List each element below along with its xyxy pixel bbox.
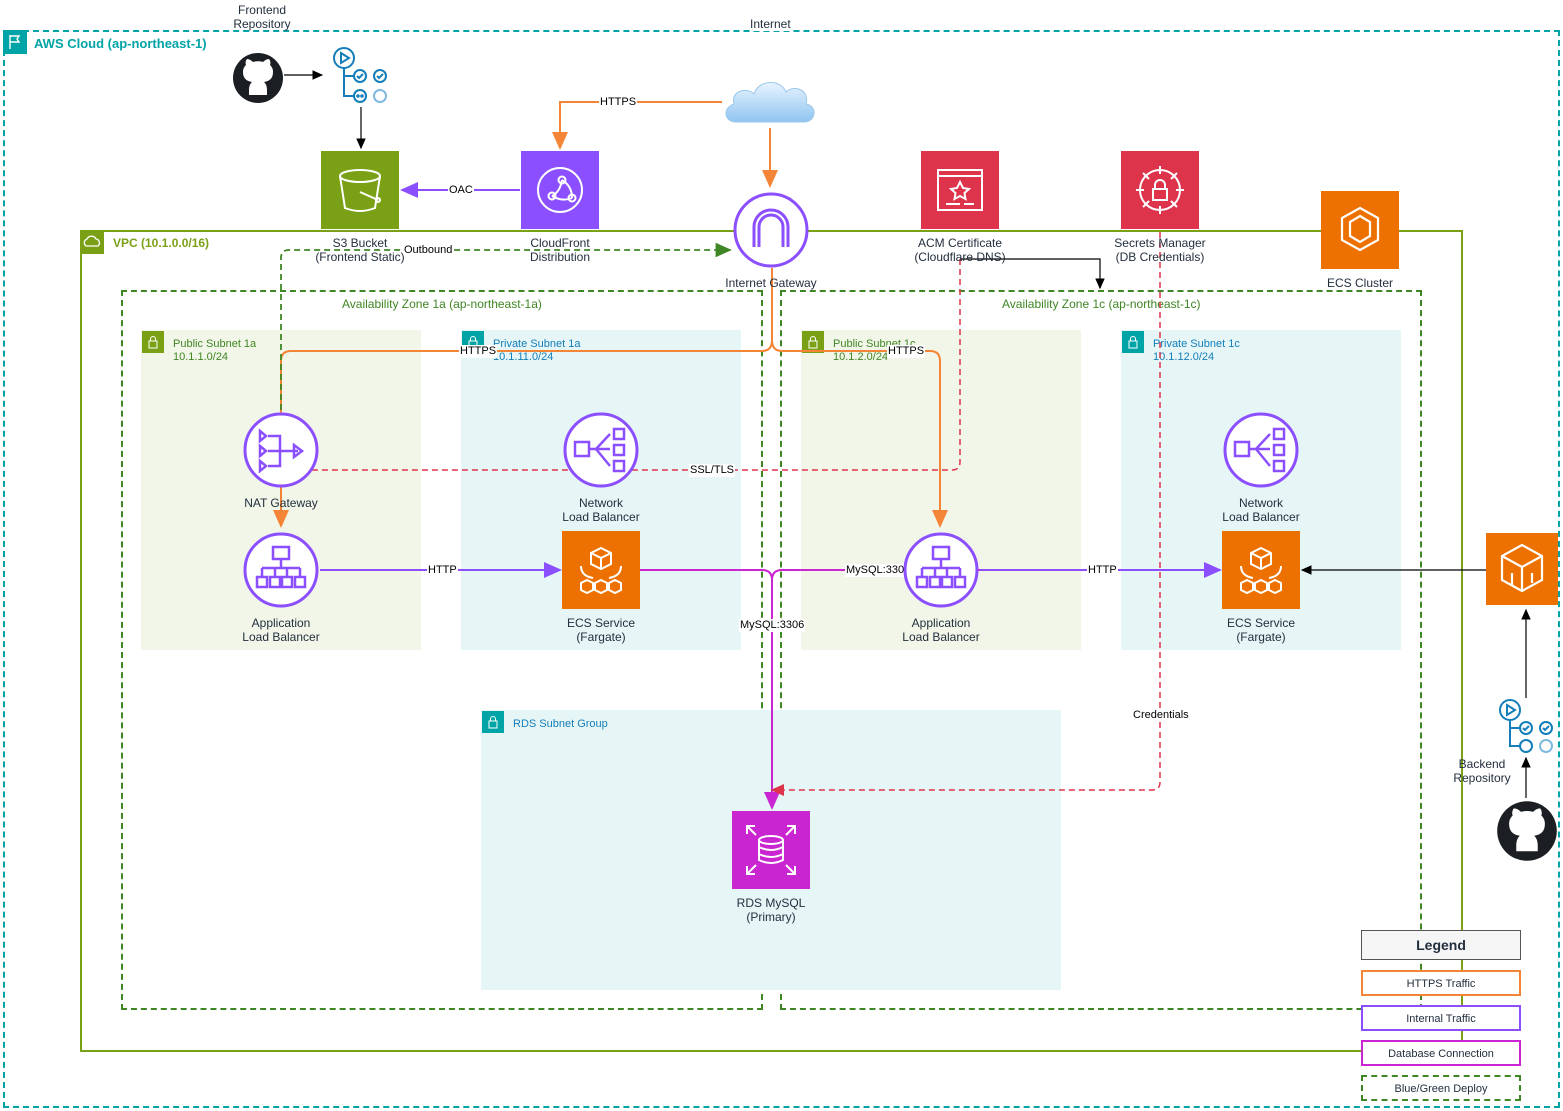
- github-icon: [1496, 800, 1558, 862]
- cloudfront-label-2: Distribution: [529, 250, 591, 264]
- cloudfront-icon[interactable]: [521, 151, 599, 229]
- alb-1c-to-rds: [771, 569, 980, 581]
- aws-cloud-icon: [3, 30, 27, 54]
- ecs-service-1a-label-2: (Fargate): [576, 630, 626, 644]
- vpc-icon: [80, 230, 104, 254]
- lock-icon: [802, 331, 824, 353]
- internet-cloud-icon: [720, 72, 820, 130]
- edge-label-mysql-h: MySQL:3306: [845, 564, 912, 577]
- secrets-label-2: (DB Credentials): [1115, 250, 1205, 264]
- network-load-balancer-1a-icon[interactable]: [562, 411, 640, 489]
- lock-icon: [482, 711, 504, 733]
- edge-label-http-1a: HTTP: [427, 564, 458, 577]
- s3-bucket-icon[interactable]: [321, 151, 399, 229]
- backend-repo-label-1: Backend: [1458, 757, 1506, 771]
- rds-mysql-icon[interactable]: [732, 811, 810, 889]
- secrets-label-1: Secrets Manager: [1114, 236, 1206, 250]
- acm-certificate-icon[interactable]: [921, 151, 999, 229]
- application-load-balancer-1a-icon[interactable]: [242, 531, 320, 609]
- edge-label-mysql-v: MySQL:3306: [739, 619, 806, 632]
- edge-label-outbound: Outbound: [403, 244, 454, 257]
- alb-1a-label-1: Application: [251, 616, 311, 630]
- lock-icon: [142, 331, 164, 353]
- internet-to-cloudfront: [552, 101, 722, 150]
- acm-label-2: (Cloudflare DNS): [914, 250, 1006, 264]
- cloudfront-label-1: CloudFront: [530, 236, 590, 250]
- vpc-title: VPC (10.1.0.0/16): [113, 236, 210, 250]
- alb-1a-label-2: Load Balancer: [242, 630, 320, 644]
- private-subnet-1c-name: Private Subnet 1c: [1153, 338, 1240, 350]
- edge-label-http-1c: HTTP: [1087, 564, 1118, 577]
- acm-to-zone: [960, 258, 1105, 290]
- legend-database: Database Connection: [1361, 1040, 1521, 1066]
- ecs-service-1c-icon[interactable]: [1222, 531, 1300, 609]
- edge-label-https-1c: HTTPS: [887, 345, 926, 358]
- s3-label-1: S3 Bucket: [332, 236, 388, 250]
- availability-zone-1c: [780, 290, 1422, 1010]
- ecs-service-1a-icon[interactable]: [562, 531, 640, 609]
- legend-internal: Internal Traffic: [1361, 1005, 1521, 1031]
- legend-blue-green: Blue/Green Deploy: [1361, 1075, 1521, 1101]
- private-subnet-1c-cidr: 10.1.12.0/24: [1153, 351, 1215, 363]
- nlb-1c-label-1: Network: [1238, 496, 1283, 510]
- public-subnet-1a-cidr: 10.1.1.0/24: [173, 351, 229, 363]
- rds-label-1: RDS MySQL: [736, 896, 806, 910]
- public-subnet-1c-cidr: 10.1.2.0/24: [833, 351, 889, 363]
- availability-zone-1c-title: Availability Zone 1c (ap-northeast-1c): [1002, 297, 1201, 311]
- acm-to-nat-ssl: [282, 259, 961, 471]
- backend-repo-label-2: Repository: [1453, 771, 1511, 785]
- codepipeline-icon: [328, 44, 392, 108]
- acm-label-1: ACM Certificate: [917, 236, 1003, 250]
- private-subnet-1a-name: Private Subnet 1a: [493, 338, 581, 350]
- s3-label-2: (Frontend Static): [315, 250, 405, 264]
- igw-to-alb-1c: [771, 339, 948, 528]
- edge-label-https-1a: HTTPS: [459, 345, 498, 358]
- rds-subnet-group-name: RDS Subnet Group: [513, 718, 608, 730]
- rds-label-2: (Primary): [746, 910, 796, 924]
- private-subnet-1a-cidr: 10.1.11.0/24: [493, 351, 554, 363]
- legend-https: HTTPS Traffic: [1361, 970, 1521, 996]
- nlb-1a-label-1: Network: [578, 496, 623, 510]
- nlb-1c-label-2: Load Balancer: [1222, 510, 1300, 524]
- igw-to-alb-1a: [273, 268, 773, 528]
- nlb-1a-label-2: Load Balancer: [562, 510, 640, 524]
- aws-cloud-group: [3, 30, 1560, 1108]
- availability-zone-1a-title: Availability Zone 1a (ap-northeast-1a): [342, 297, 542, 311]
- alb-1c-label-1: Application: [911, 616, 971, 630]
- codepipeline-icon: [1494, 696, 1558, 760]
- availability-zone-1a: [121, 290, 763, 1010]
- ecs-service-1c-label-2: (Fargate): [1236, 630, 1286, 644]
- frontend-repo-label-2: Repository: [233, 17, 291, 31]
- nat-gateway-label: NAT Gateway: [244, 496, 318, 510]
- edge-label-ssl-tls: SSL/TLS: [689, 464, 736, 477]
- ecr-repository-icon[interactable]: [1486, 533, 1558, 605]
- edge-label-https-top: HTTPS: [599, 96, 638, 109]
- edge-label-credentials: Credentials: [1132, 709, 1190, 722]
- ecs-cluster-label: ECS Cluster: [1326, 276, 1394, 290]
- ecs-service-1c-label-1: ECS Service: [1226, 616, 1296, 630]
- public-subnet-1a-name: Public Subnet 1a: [173, 338, 257, 350]
- ecs-cluster-icon[interactable]: [1321, 191, 1399, 269]
- github-icon: [232, 52, 284, 104]
- lock-icon: [1122, 331, 1144, 353]
- internet-gateway-icon[interactable]: [732, 191, 810, 269]
- internet-gateway-label: Internet Gateway: [725, 276, 817, 290]
- secrets-to-rds-credentials: [770, 232, 1161, 796]
- network-load-balancer-1c-icon[interactable]: [1222, 411, 1300, 489]
- ecs-service-1a-label-1: ECS Service: [566, 616, 636, 630]
- aws-cloud-title: AWS Cloud (ap-northeast-1): [34, 36, 207, 51]
- edge-label-oac: OAC: [448, 184, 474, 197]
- nat-outbound: [280, 242, 732, 440]
- application-load-balancer-1c-icon[interactable]: [902, 531, 980, 609]
- legend-title: Legend: [1361, 930, 1521, 960]
- nat-gateway-icon[interactable]: [242, 411, 320, 489]
- frontend-repo-label-1: Frontend: [237, 3, 287, 17]
- alb-1c-label-2: Load Balancer: [902, 630, 980, 644]
- internet-label: Internet: [750, 17, 791, 31]
- secrets-manager-icon[interactable]: [1121, 151, 1199, 229]
- ecs-1a-to-rds: [640, 569, 780, 810]
